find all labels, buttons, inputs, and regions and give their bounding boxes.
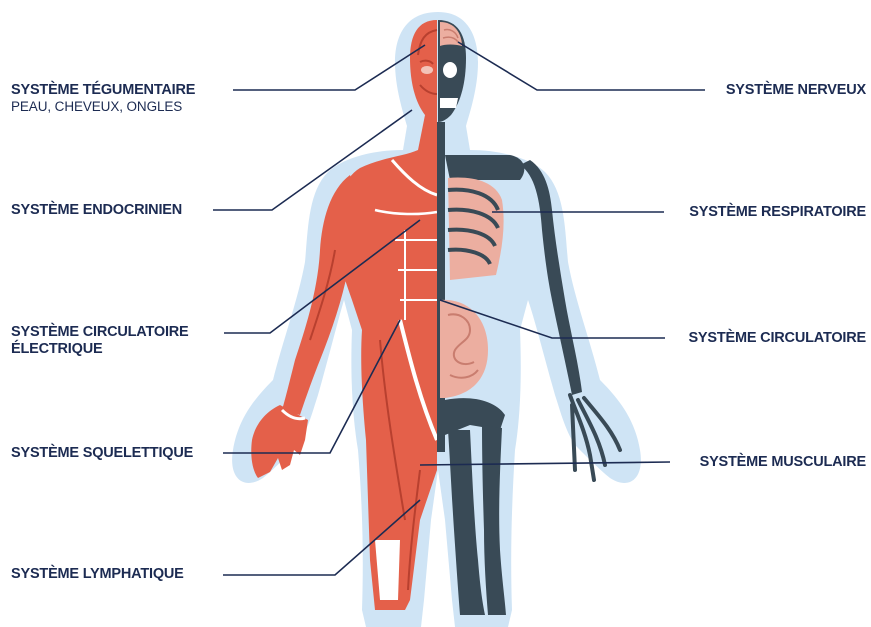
label-circulatory: SYSTÈME CIRCULATOIRE [688, 330, 866, 346]
label-electrical-line1: SYSTÈME CIRCULATOIRE [11, 324, 189, 340]
label-electrical-line2: ÉLECTRIQUE [11, 341, 102, 357]
leader-nervous [458, 42, 705, 90]
label-muscular: SYSTÈME MUSCULAIRE [700, 454, 866, 470]
label-respiratory: SYSTÈME RESPIRATOIRE [689, 204, 866, 220]
label-integumentary-sub: PEAU, CHEVEUX, ONGLES [11, 99, 182, 114]
label-integumentary: SYSTÈME TÉGUMENTAIRE [11, 82, 195, 98]
label-lymphatic: SYSTÈME LYMPHATIQUE [11, 566, 184, 582]
label-nervous: SYSTÈME NERVEUX [726, 82, 866, 98]
label-endocrine: SYSTÈME ENDOCRINIEN [11, 202, 182, 218]
label-skeletal: SYSTÈME SQUELETTIQUE [11, 445, 193, 461]
